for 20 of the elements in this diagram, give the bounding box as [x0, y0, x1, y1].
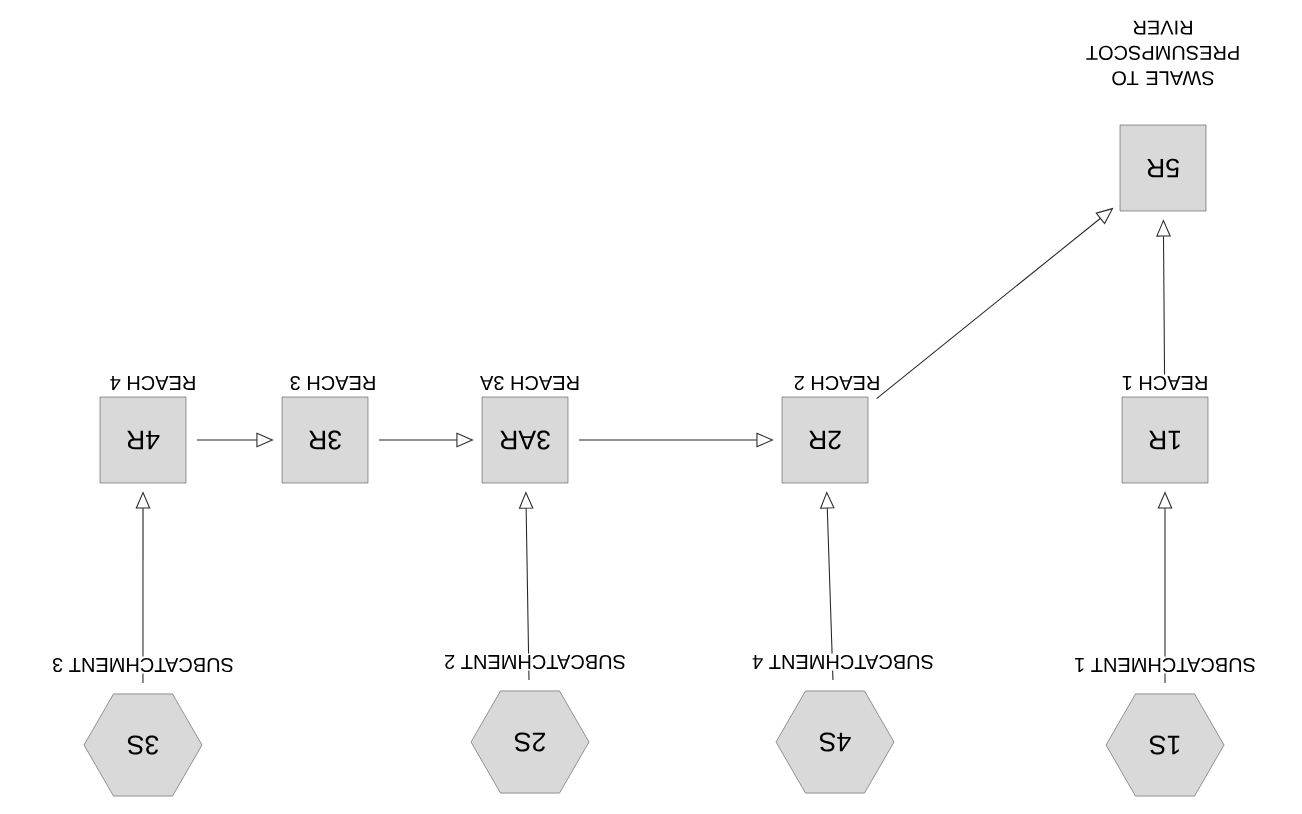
hexagon-node: 4S [775, 690, 895, 794]
reach-box: 4R [99, 396, 187, 484]
reach-box: 3AR [481, 396, 569, 484]
node-label: REACH 4 [108, 374, 198, 392]
node-label: SUBCATCHMENT 3 [50, 656, 236, 674]
node-label: REACH 2 [792, 374, 882, 392]
node-label: REACH 1 [1120, 374, 1210, 392]
node-label: REACH 3A [478, 374, 582, 392]
reach-box: 3R [281, 396, 369, 484]
hexagon-node: 2S [470, 690, 590, 794]
reach-box: 2R [781, 396, 869, 484]
node-label: SUBCATCHMENT 4 [750, 653, 936, 671]
reach-box: 5R [1119, 124, 1207, 212]
reach-box: 1R [1121, 396, 1209, 484]
hexagon-node: 3S [83, 693, 203, 797]
node-label: SUBCATCHMENT 1 [1072, 656, 1258, 674]
node-label: SUBCATCHMENT 2 [442, 653, 628, 671]
hexagon-node: 1S [1105, 693, 1225, 797]
node-label: REACH 3 [288, 374, 378, 392]
node-label: SWALE TO PRESUMPSCOT RIVER [1066, 19, 1260, 87]
